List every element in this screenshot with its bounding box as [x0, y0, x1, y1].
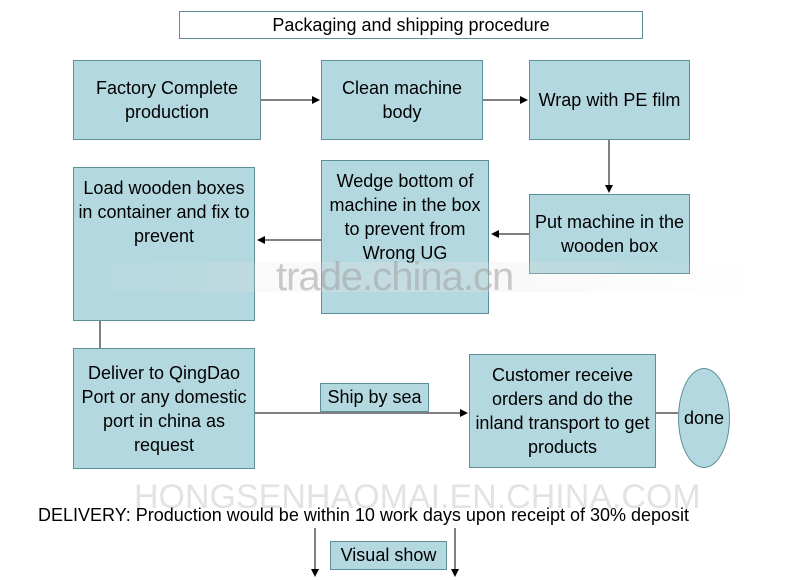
step-wrap-film: Wrap with PE film	[529, 60, 690, 140]
step-customer-receive: Customer receive orders and do the inlan…	[469, 354, 656, 468]
ship-by-sea-label: Ship by sea	[327, 387, 422, 407]
step-wrap-label: Wrap with PE film	[538, 90, 681, 110]
visual-show-label: Visual show	[340, 545, 437, 565]
visual-show-box: Visual show	[330, 541, 447, 570]
step-put-in-box: Put machine in the wooden box	[529, 194, 690, 274]
step-wedge-bottom: Wedge bottom of machine in the box to pr…	[321, 160, 489, 314]
step-clean-label: Clean machine body	[341, 78, 463, 122]
step-deliver-label: Deliver to QingDao Port or any domestic …	[81, 362, 247, 455]
done-terminal: done	[678, 368, 730, 468]
step-factory-complete: Factory Complete production	[73, 60, 261, 140]
ship-by-sea-label-box: Ship by sea	[320, 383, 429, 412]
step-deliver-port: Deliver to QingDao Port or any domestic …	[73, 348, 255, 469]
step-put-box-label: Put machine in the wooden box	[534, 212, 685, 256]
watermark-trade-china: trade.china.cn	[276, 255, 514, 299]
step-factory-label: Factory Complete production	[95, 78, 239, 122]
diagram-title: Packaging and shipping procedure	[179, 11, 643, 39]
step-wedge-label: Wedge bottom of machine in the box to pr…	[329, 171, 481, 263]
done-label: done	[683, 407, 725, 428]
watermark-hongsenhaomai: HONGSENHAOMAI.EN.CHINA.COM	[134, 478, 701, 516]
step-clean-machine: Clean machine body	[321, 60, 483, 140]
step-customer-label: Customer receive orders and do the inlan…	[475, 365, 650, 457]
delivery-note: DELIVERY: Production would be within 10 …	[38, 505, 690, 525]
step-load-label: Load wooden boxes in container and fix t…	[78, 178, 250, 246]
step-load-boxes: Load wooden boxes in container and fix t…	[73, 167, 255, 321]
watermark-blur-band	[60, 262, 760, 292]
